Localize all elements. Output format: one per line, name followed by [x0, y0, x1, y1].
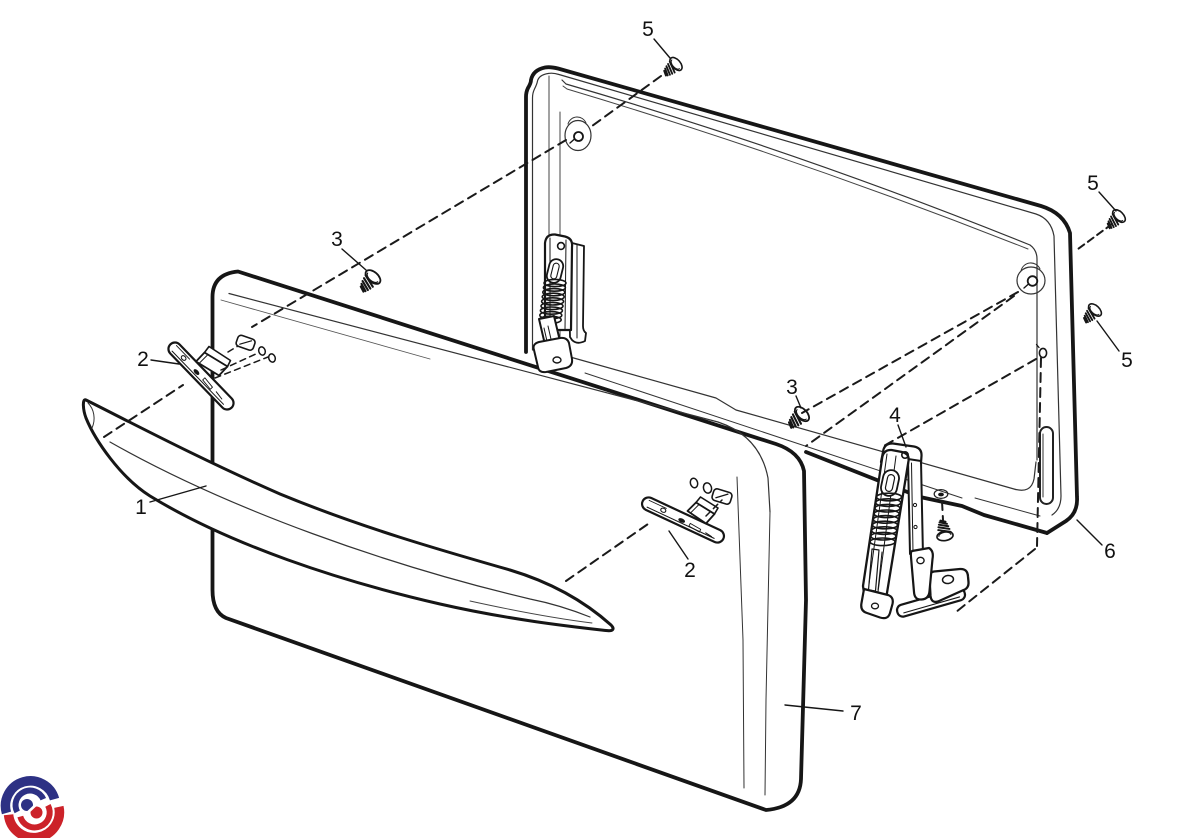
- svg-text:5: 5: [1087, 172, 1099, 195]
- svg-text:2: 2: [684, 559, 696, 582]
- svg-text:6: 6: [1104, 540, 1116, 563]
- svg-text:3: 3: [786, 376, 798, 399]
- svg-text:2: 2: [137, 348, 149, 371]
- svg-text:5: 5: [642, 18, 654, 41]
- svg-text:5: 5: [1121, 349, 1133, 372]
- svg-text:7: 7: [850, 702, 862, 725]
- svg-text:1: 1: [135, 496, 147, 519]
- svg-text:3: 3: [331, 228, 343, 251]
- svg-text:4: 4: [889, 404, 901, 427]
